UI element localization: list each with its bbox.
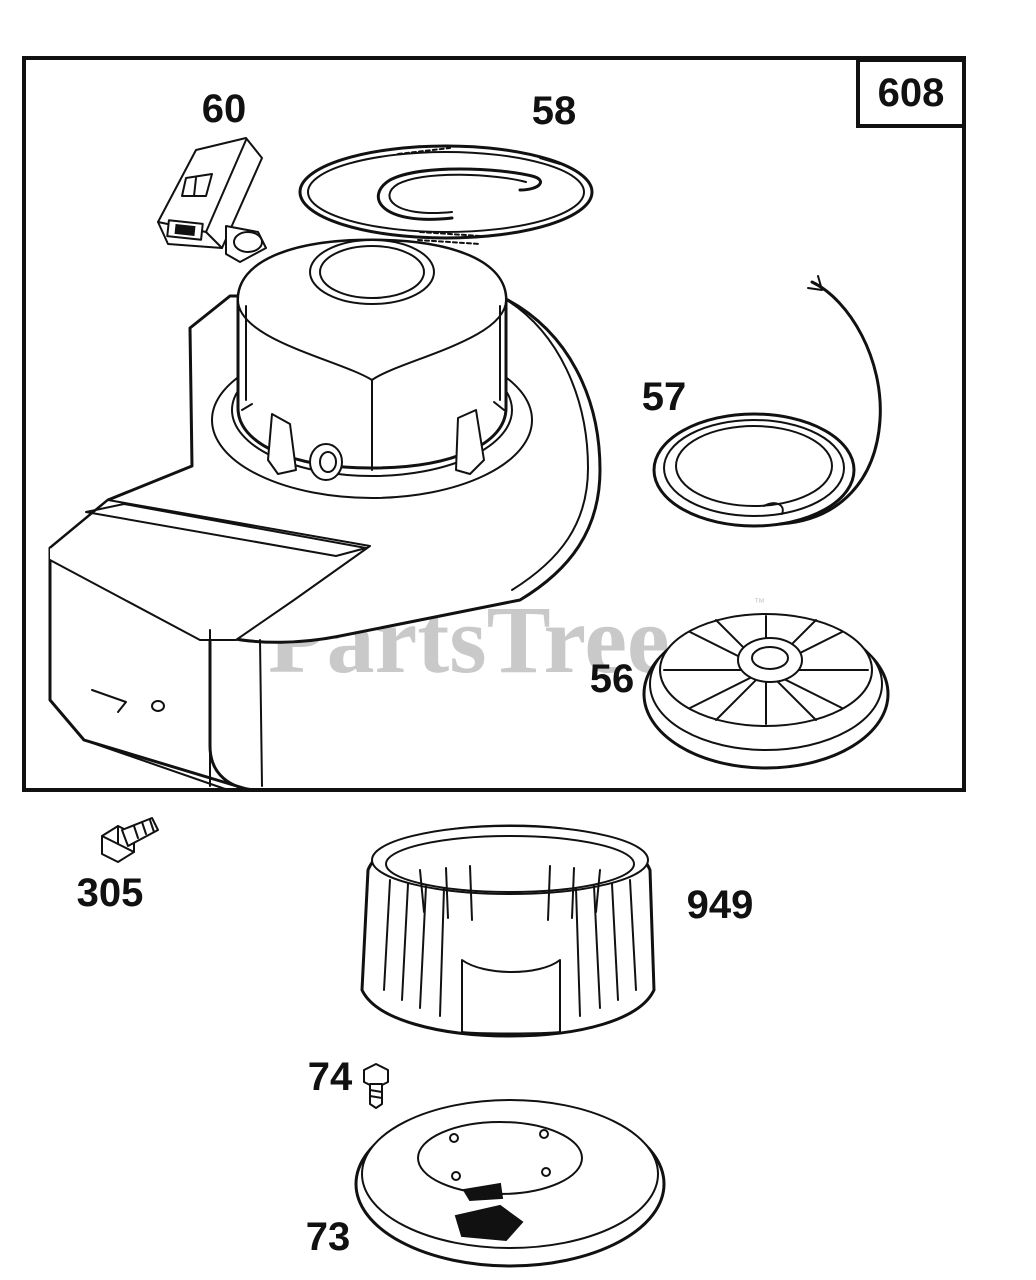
blower-housing-drawing[interactable] [48,238,602,792]
small-screw-drawing[interactable] [363,1063,389,1109]
watermark-tm: ™ [754,597,765,609]
part-label-73: 73 [306,1215,351,1259]
part-label-58: 58 [532,89,577,133]
group-ref-label: 608 [878,71,945,115]
rewind-spring-drawing[interactable] [652,275,882,528]
pulley-drawing[interactable] [642,613,890,770]
screen-plate-drawing[interactable] [354,1099,666,1268]
clutch-cup-drawing[interactable] [360,824,656,1038]
part-label-57: 57 [642,375,687,419]
part-label-56: 56 [590,657,635,701]
part-label-305: 305 [77,871,144,915]
part-label-74: 74 [308,1055,353,1099]
starter-handle-drawing[interactable] [157,137,267,263]
part-label-949: 949 [687,883,754,927]
assembly-frame [22,56,966,792]
starter-rope-drawing[interactable] [298,144,594,245]
group-ref-box [856,58,966,128]
screw-drawing[interactable] [101,817,159,863]
part-label-60: 60 [202,87,247,131]
